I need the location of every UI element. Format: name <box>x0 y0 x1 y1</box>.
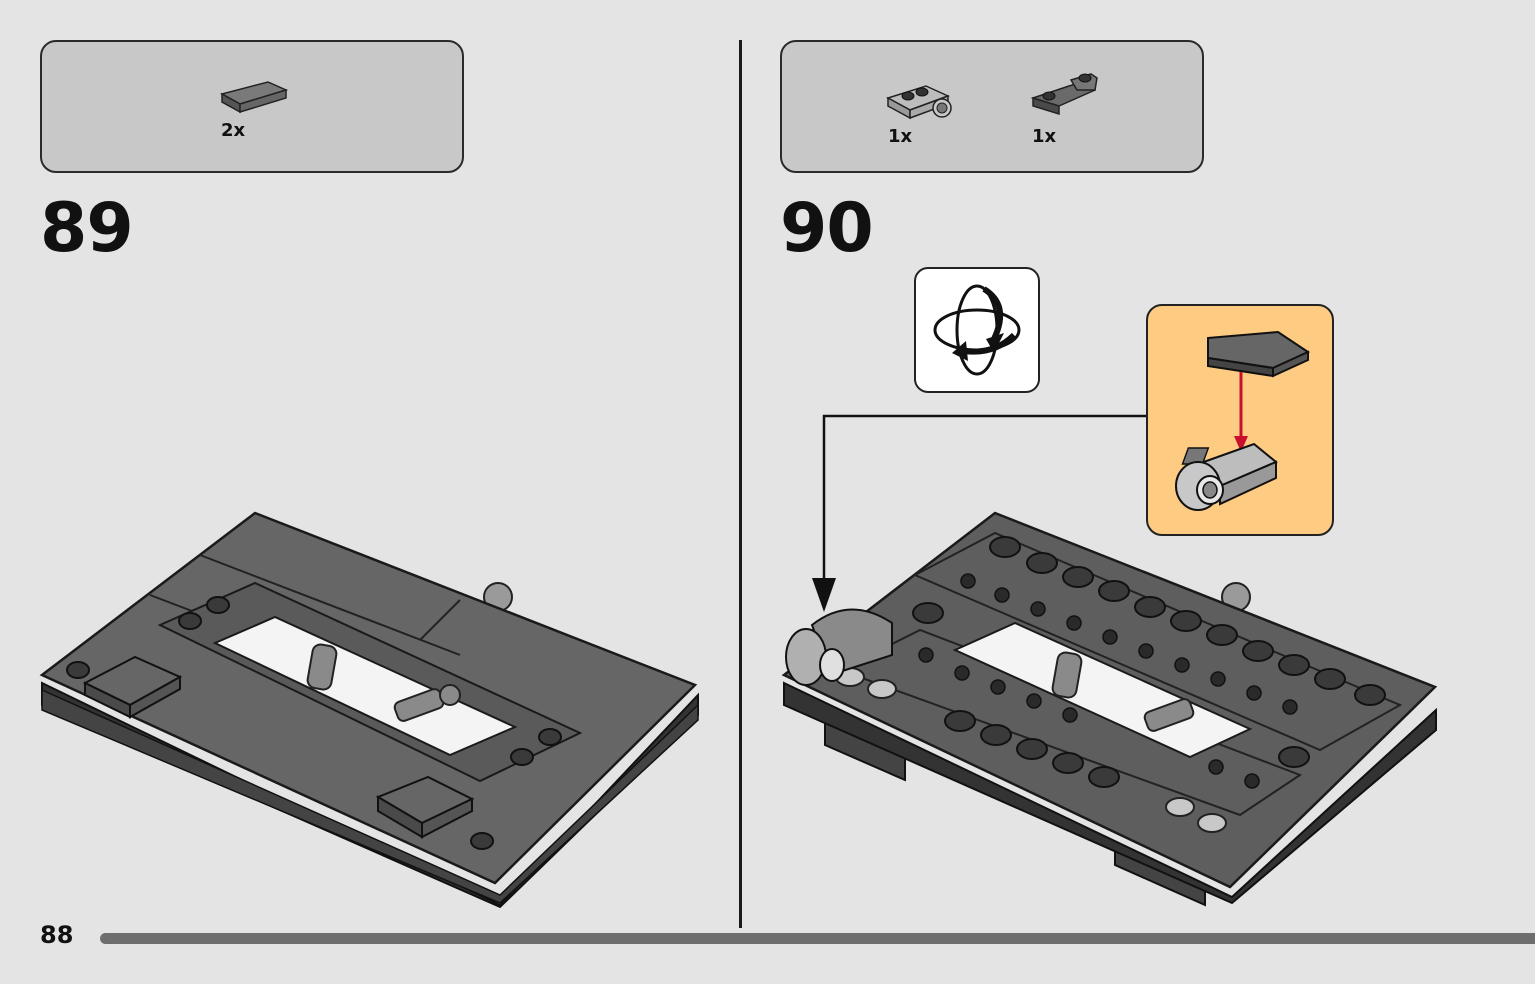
page-number: 88 <box>40 921 74 949</box>
rotate-model-icon <box>933 284 1021 376</box>
sub-assembly-callout-icon <box>1175 330 1311 511</box>
page-divider <box>739 40 742 928</box>
light-grey-plate-with-pin-hole-icon <box>886 85 952 120</box>
sub-assembly-callout <box>1146 304 1334 536</box>
rotate-model-box <box>914 267 1040 393</box>
step-89-number: 89 <box>40 189 134 268</box>
step-90-part-1-qty: 1x <box>888 126 913 147</box>
step-90-parts-box: 1x 1x <box>780 40 1204 173</box>
step-90-model-illustration <box>781 511 1438 907</box>
step-89-model-illustration <box>39 511 699 909</box>
dark-grey-tile-1x2-icon <box>219 81 289 114</box>
dark-grey-curved-slope-icon <box>1030 73 1098 116</box>
step-90-part-2-qty: 1x <box>1032 126 1057 147</box>
step-89-parts-box: 2x <box>40 40 464 173</box>
progress-bar <box>100 933 1535 944</box>
callout-connector <box>812 414 1146 612</box>
step-90-number: 90 <box>780 189 874 268</box>
step-89-part-qty: 2x <box>221 120 246 141</box>
